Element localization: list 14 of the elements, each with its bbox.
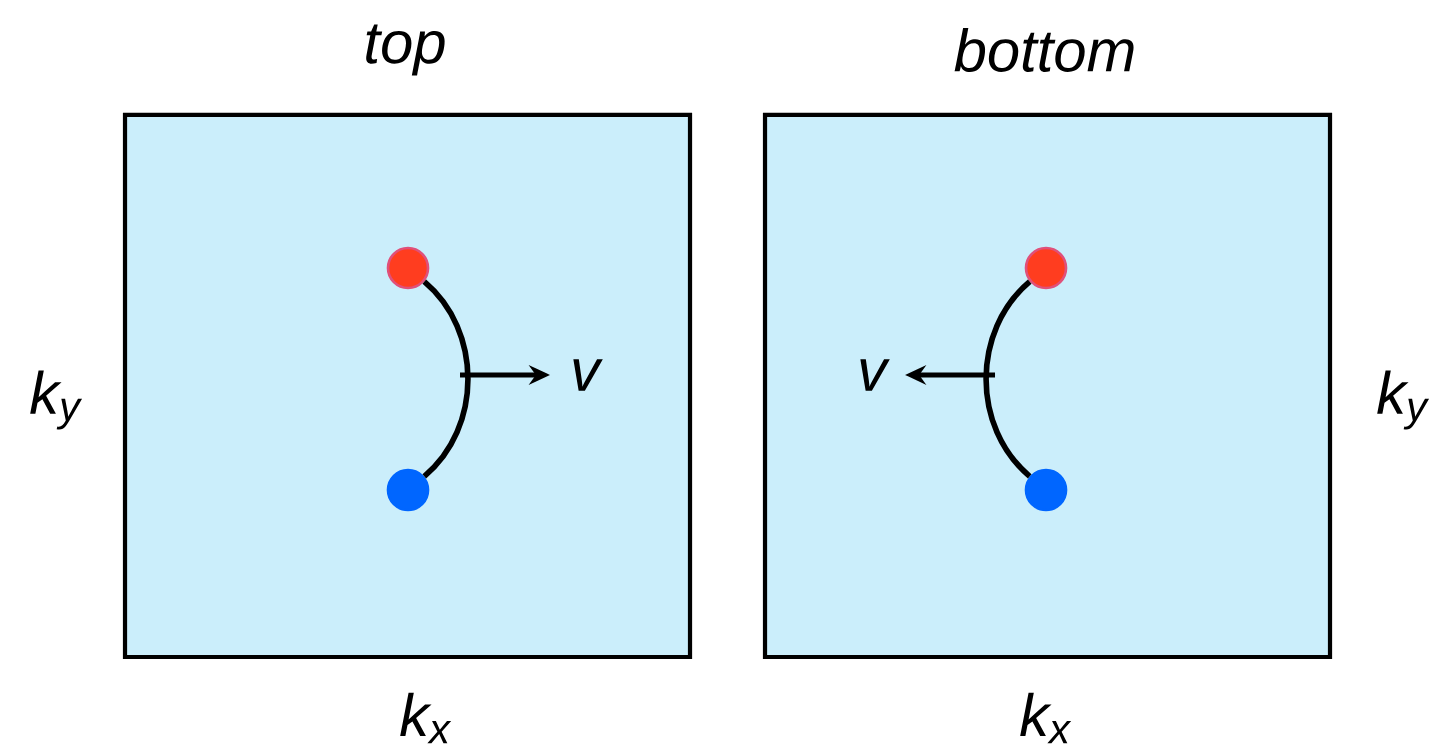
axis-label: k$_{y}$	[1377, 370, 1430, 430]
axis-label: k$_{y}$	[30, 370, 83, 430]
dot	[386, 468, 430, 512]
dot	[1024, 468, 1068, 512]
curve	[422, 279, 471, 479]
axis-label: v	[573, 359, 603, 391]
node-label: top	[366, 24, 445, 76]
axis-label: k$_{x}$	[1020, 692, 1072, 744]
dot	[1024, 246, 1068, 290]
dot	[386, 246, 430, 290]
node-label: bottom	[954, 28, 1134, 72]
curve	[983, 279, 1032, 479]
axis-label: v	[860, 359, 890, 391]
axis-label: k$_{x}$	[400, 692, 452, 744]
